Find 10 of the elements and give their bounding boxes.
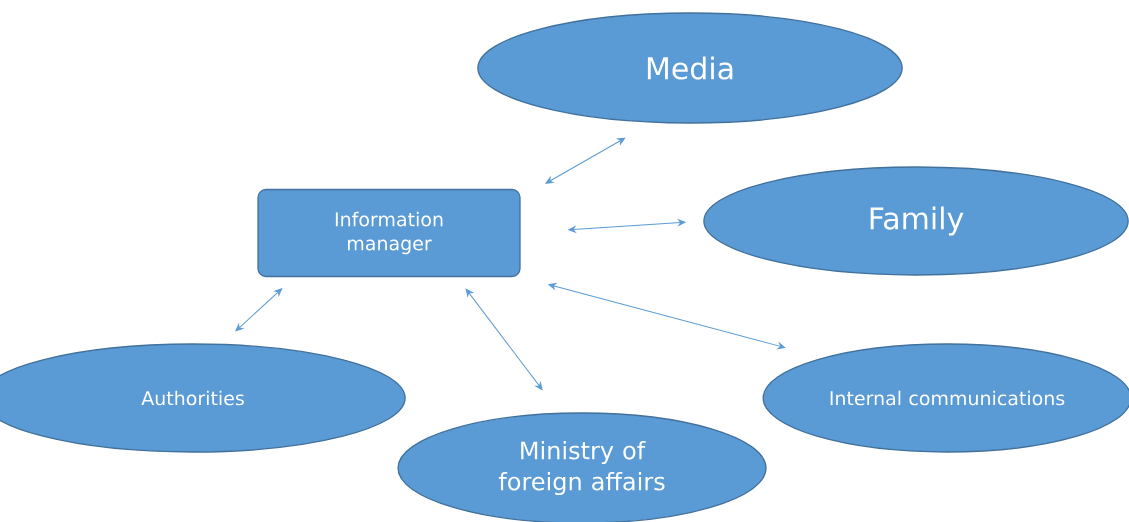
ellipse-node: Ministry of foreign affairs: [397, 412, 767, 522]
arrow: [235, 288, 283, 332]
ellipse-node: Family: [703, 166, 1129, 276]
arrow: [545, 137, 626, 184]
arrow: [465, 288, 543, 390]
process-box: Information manager: [257, 188, 521, 278]
arrow: [568, 219, 686, 233]
ellipse-node: Media: [477, 12, 903, 124]
arrow: [548, 283, 786, 350]
ellipse-node: Internal communications: [762, 343, 1129, 453]
